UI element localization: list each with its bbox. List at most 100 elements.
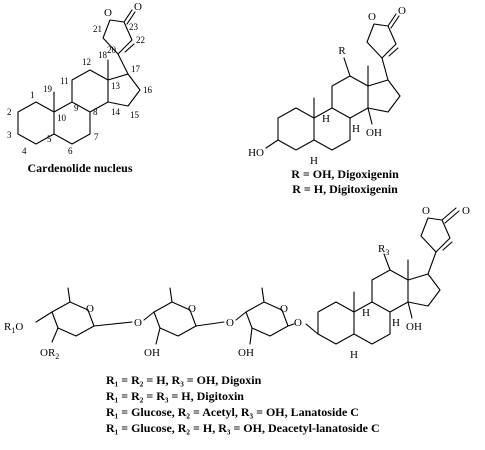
position-3: 3 xyxy=(7,130,12,140)
sugar3-ring-oxygen: O xyxy=(280,303,288,315)
bond-17-20 xyxy=(427,251,437,275)
ring-b xyxy=(353,301,391,345)
sugar2-to-link xyxy=(143,311,155,321)
glycosidic-oxygen-1: O xyxy=(134,317,142,329)
position-18: 18 xyxy=(98,50,108,60)
position-13: 13 xyxy=(111,81,121,91)
butenolide-ring xyxy=(420,217,451,253)
sugar2-link xyxy=(195,321,225,327)
butenolide-ring xyxy=(102,19,133,55)
nucleus-ring-oxygen: O xyxy=(104,7,112,19)
bond-17-20 xyxy=(381,57,389,81)
position-6: 6 xyxy=(68,146,73,156)
sugar2-methyl xyxy=(169,287,173,303)
digoxigenin-structure: R O O HO OH H H H R = OH, Digoxigenin R … xyxy=(248,5,406,196)
cardenolide-nucleus-structure: O O 1 2 3 4 5 6 7 8 9 10 11 12 13 14 15 … xyxy=(7,1,153,175)
digitoxigenin-caption: R = H, Digitoxigenin xyxy=(292,182,398,196)
position-17: 17 xyxy=(131,64,141,74)
nucleus-caption: Cardenolide nucleus xyxy=(27,161,132,175)
carbonyl-bond-2 xyxy=(444,210,460,224)
r-substituent: R xyxy=(338,45,346,57)
sugar2-oh-bond xyxy=(155,327,161,345)
carbonyl-bond xyxy=(123,9,133,23)
deacetyl-lanatoside-c-caption: R₁ = Glucose, R₂ = H, R₃ = OH, Deacetyl-… xyxy=(106,421,380,435)
sugar3-oh-bond xyxy=(249,327,253,345)
hydrogen-c9: H xyxy=(362,307,370,319)
position-7: 7 xyxy=(94,132,99,142)
hydrogen-c8: H xyxy=(352,123,360,135)
hydrogen-c9: H xyxy=(322,113,330,125)
r3-bond xyxy=(383,253,391,271)
ring-a xyxy=(277,107,315,151)
position-10: 10 xyxy=(57,113,67,123)
r-bond xyxy=(343,57,351,77)
ring-d xyxy=(107,73,141,107)
ring-d xyxy=(367,79,401,113)
position-16: 16 xyxy=(143,85,153,95)
carbonyl-bond-2 xyxy=(390,15,400,29)
sugar1-link xyxy=(93,321,133,327)
carbonyl-bond xyxy=(441,207,457,221)
digoxigenin-caption: R = OH, Digoxigenin xyxy=(291,167,399,181)
position-1: 1 xyxy=(30,90,35,100)
carbonyl-oxygen: O xyxy=(398,5,406,17)
position-9: 9 xyxy=(74,103,79,113)
digoxin-caption: R₁ = R₂ = H, R₃ = OH, Digoxin xyxy=(106,373,262,387)
hydroxyl-c14: OH xyxy=(406,321,422,333)
sugar2-ring-oxygen: O xyxy=(188,303,196,315)
double-bond-20-22 xyxy=(124,43,135,53)
ring-c xyxy=(71,69,109,113)
hydrogen-c8: H xyxy=(392,317,400,329)
position-5: 5 xyxy=(47,134,52,144)
sugar3-methyl xyxy=(261,287,265,303)
double-bond-20-22 xyxy=(388,47,399,57)
glycoside-structure: R3 O O OH H H H O O OH O O OH O O R1O xyxy=(4,205,470,435)
hydroxyl-c14: OH xyxy=(366,127,382,139)
position-19: 19 xyxy=(43,84,53,94)
bond-c14-oh xyxy=(367,107,373,125)
position-8: 8 xyxy=(93,107,98,117)
ring-b xyxy=(313,107,351,151)
ring-c xyxy=(331,75,369,119)
sugar1-methyl xyxy=(67,287,71,303)
hydroxyl-c3: HO xyxy=(248,147,264,159)
sugar1-ring-oxygen: O xyxy=(86,303,94,315)
nucleus-carbonyl-oxygen: O xyxy=(134,1,142,13)
ring-oxygen: O xyxy=(422,205,430,217)
r3-substituent: R3 xyxy=(378,243,389,257)
position-2: 2 xyxy=(7,107,12,117)
bond-c3-o xyxy=(305,323,319,335)
sugar3-hydroxyl: OH xyxy=(238,347,254,359)
sugar3-to-link xyxy=(235,311,247,321)
ring-a xyxy=(317,301,355,345)
butenolide-ring xyxy=(366,23,397,59)
position-12: 12 xyxy=(82,57,91,67)
position-21: 21 xyxy=(93,24,102,34)
r1-oxygen-label: R1O xyxy=(4,321,23,335)
hydrogen-c5: H xyxy=(350,349,358,361)
position-22: 22 xyxy=(136,35,145,45)
sugar3-link xyxy=(287,323,295,327)
position-20: 20 xyxy=(107,45,117,55)
sugar1-or2-bond xyxy=(51,327,59,343)
position-14: 14 xyxy=(111,107,121,117)
glycosidic-oxygen-2: O xyxy=(226,317,234,329)
bond-c14-oh xyxy=(407,301,413,319)
lanatoside-c-caption: R₁ = Glucose, R₂ = Acetyl, R₃ = OH, Lana… xyxy=(106,405,359,419)
bond-17-20 xyxy=(117,53,129,75)
hydrogen-c5: H xyxy=(310,155,318,167)
position-15: 15 xyxy=(130,110,140,120)
glycosidic-oxygen-3: O xyxy=(294,317,302,329)
ring-c xyxy=(371,269,409,313)
carbonyl-oxygen: O xyxy=(462,205,470,217)
digitoxin-caption: R₁ = R₂ = R₃ = H, Digitoxin xyxy=(106,389,244,403)
position-4: 4 xyxy=(22,146,27,156)
sugar1-r1o-bond xyxy=(35,311,53,323)
carbonyl-bond xyxy=(387,13,397,27)
carbonyl-bond-2 xyxy=(126,11,136,25)
ring-b xyxy=(53,101,91,145)
ring-d xyxy=(407,273,441,307)
sugar2-hydroxyl: OH xyxy=(144,347,160,359)
bond-c3-oh xyxy=(265,139,279,149)
